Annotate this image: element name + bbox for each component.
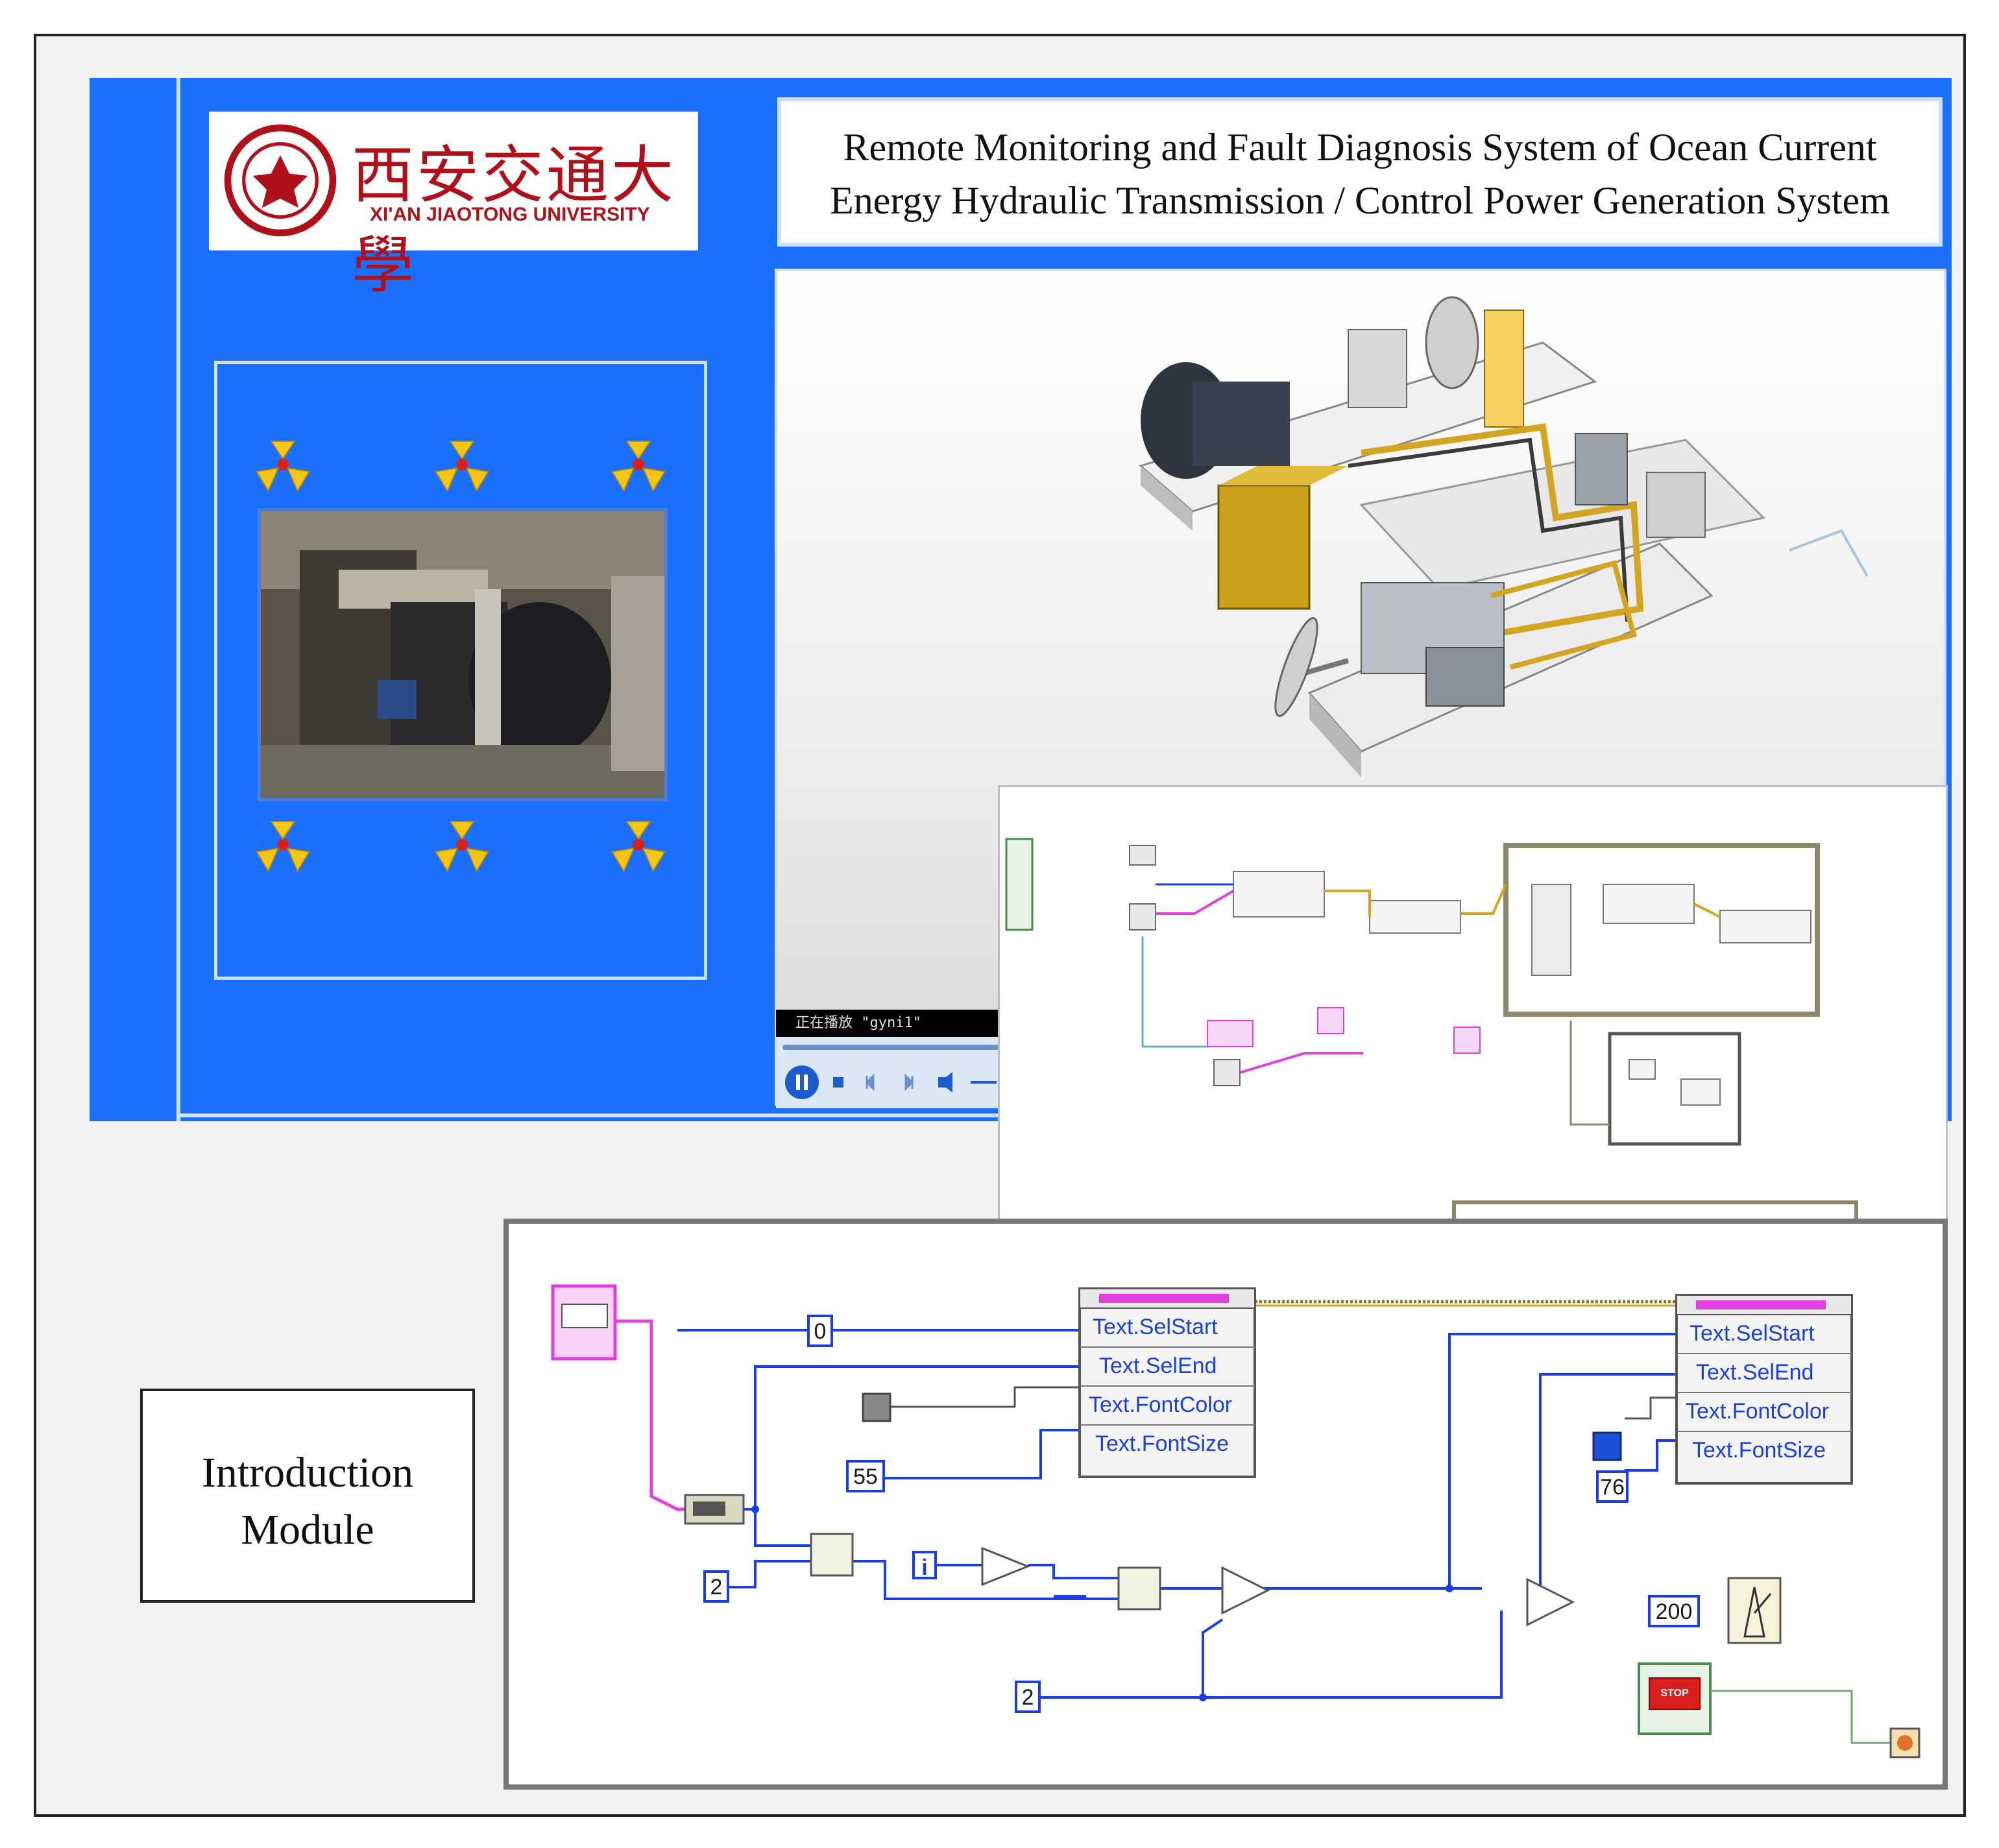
fan-icon [256,821,310,873]
video-caption: 正在播放 "gyni1" [776,1010,1010,1037]
left-prop-selend: Text.SelEnd [1099,1354,1217,1378]
left-prop-fontcolor: Text.FontColor [1089,1392,1233,1417]
fan-icon [435,821,489,873]
video-frame [214,361,707,980]
divisor-a-constant[interactable]: 2 [703,1570,729,1603]
university-seal-icon [224,124,337,237]
intro-line-1: Introduction [201,1449,414,1496]
test-rig-photo [261,511,664,798]
panel-left-strip [90,78,180,1121]
intro-line-2: Module [241,1506,374,1553]
fan-icon [611,821,666,873]
block-diagram-media-player [998,785,1948,1226]
logo-english-name: XI'AN JIAOTONG UNIVERSITY [370,204,650,225]
block-diagram-thumbnail [1005,838,1858,1224]
block-diagram-drawing [551,1284,1920,1758]
stop-icon [833,1077,843,1088]
selstart-constant[interactable]: 0 [807,1315,833,1347]
panel-divider [176,1113,1085,1117]
play-pause-icon [785,1065,819,1099]
media-player-controls [776,1037,1010,1108]
title-line-2: Energy Hydraulic Transmission / Control … [830,179,1890,222]
logo-chinese-name: 西安交通大學 [352,139,676,302]
right-prop-fontsize: Text.FontSize [1692,1438,1826,1463]
right-prop-selstart: Text.SelStart [1690,1321,1815,1346]
block-diagram-text-effects: Text.SelStart Text.SelEnd Text.FontColor… [503,1219,1948,1790]
fan-icon [611,441,666,492]
wait-ms-constant[interactable]: 200 [1648,1595,1700,1627]
iteration-terminal: i [912,1551,937,1580]
test-rig-video[interactable] [258,508,668,801]
divisor-b-constant[interactable]: 2 [1015,1681,1041,1713]
page-title: Remote Monitoring and Fault Diagnosis Sy… [781,121,1939,227]
fan-icon [256,441,310,492]
3d-model-drawing [1138,296,1869,777]
font-size-right-constant[interactable]: 76 [1596,1470,1629,1503]
left-prop-selstart: Text.SelStart [1093,1315,1218,1339]
right-prop-fontcolor: Text.FontColor [1686,1399,1830,1424]
introduction-module-box: Introduction Module [140,1389,475,1603]
stop-button[interactable]: STOP [1660,1688,1689,1699]
title-line-1: Remote Monitoring and Fault Diagnosis Sy… [843,126,1877,169]
font-size-left-constant[interactable]: 55 [846,1460,885,1492]
introduction-module-label: Introduction Module [143,1444,472,1559]
player-controls-drawing [782,1045,1003,1099]
fan-icon [435,441,489,492]
system-title-box: Remote Monitoring and Fault Diagnosis Sy… [777,97,1943,247]
left-prop-fontsize: Text.FontSize [1095,1431,1229,1456]
university-logo: 西安交通大學 XI'AN JIAOTONG UNIVERSITY [209,112,698,302]
right-prop-selend: Text.SelEnd [1696,1360,1814,1385]
